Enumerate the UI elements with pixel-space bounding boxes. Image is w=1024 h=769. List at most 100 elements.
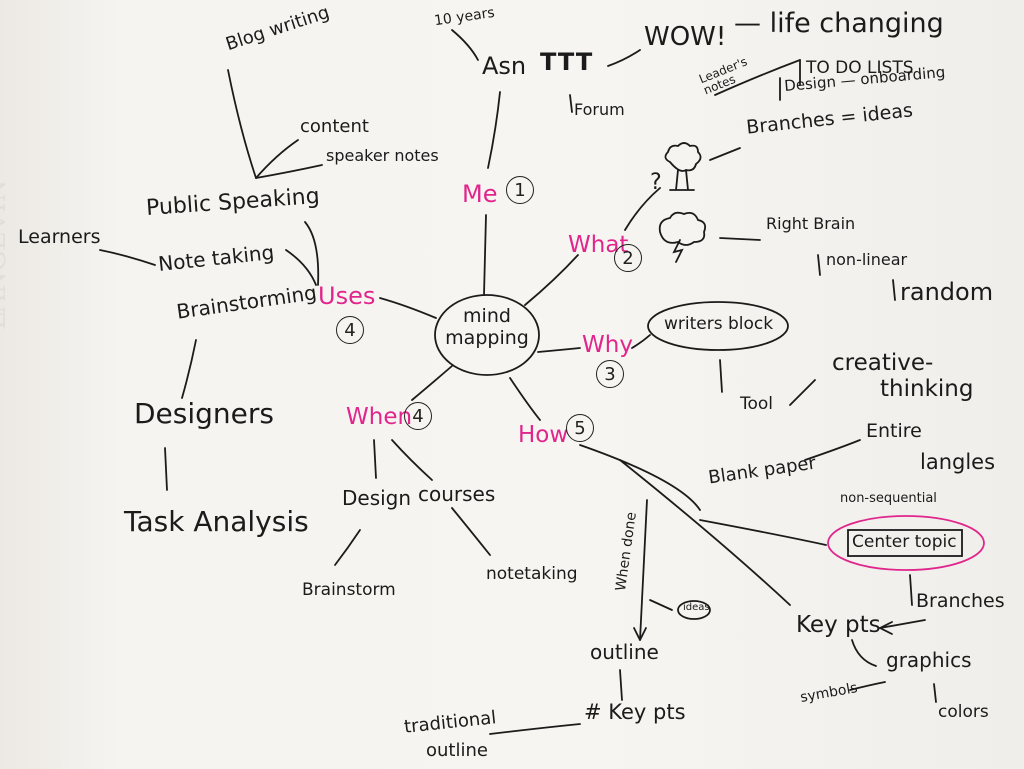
why-thinking: thinking xyxy=(880,376,974,402)
how-graphics: graphics xyxy=(886,648,972,672)
when-courses: courses xyxy=(418,482,496,506)
line-center-what xyxy=(524,254,579,306)
when-brainstorm: Brainstorm xyxy=(302,580,396,600)
line-center-why xyxy=(537,347,581,353)
line-years-asn xyxy=(451,29,479,61)
line-colors-vert xyxy=(933,683,937,703)
how-langles: langles xyxy=(920,450,996,474)
me-ttt: TTT xyxy=(540,48,594,76)
branch-why-label: Why xyxy=(582,332,633,358)
line-random xyxy=(892,279,896,301)
line-tree1-branches xyxy=(709,147,741,161)
line-how-blankpaper xyxy=(579,444,701,511)
branch-what-number: 2 xyxy=(614,244,642,272)
writers-block-ellipse xyxy=(647,301,789,351)
line-uses-publicspeaking xyxy=(304,221,320,286)
arrowhead-whendone xyxy=(633,627,647,641)
cloud-doodle xyxy=(658,211,707,246)
line-me-asn xyxy=(487,91,501,169)
line-outline-hash xyxy=(619,669,623,701)
line-tool-creative xyxy=(789,379,816,406)
line-tool-vert xyxy=(719,359,723,393)
line-whendone-down xyxy=(639,499,648,641)
branch-me-number: 1 xyxy=(506,176,534,204)
line-design-brainstorm xyxy=(334,529,361,566)
line-keypts-graphics xyxy=(851,639,877,667)
branch-when-number: 4 xyxy=(404,402,432,430)
arrowhead-keypts xyxy=(879,621,893,635)
me-todo-lists: TO DO LISTS xyxy=(806,58,914,78)
line-designers-task xyxy=(164,447,168,491)
me-life-changing: — life changing xyxy=(734,8,944,39)
when-notetaking: notetaking xyxy=(486,564,578,584)
tree-doodle-trunk xyxy=(669,169,695,191)
why-creative: creative- xyxy=(832,350,934,376)
me-forum: Forum xyxy=(574,100,625,119)
line-keypts-arrow xyxy=(879,619,926,629)
why-writers-block: writers block xyxy=(664,314,774,334)
line-blog-public xyxy=(227,69,257,179)
how-entire: Entire xyxy=(866,420,922,442)
what-right-brain: Right Brain xyxy=(766,214,856,233)
line-center-me xyxy=(483,214,487,296)
how-outline: outline xyxy=(590,640,659,664)
line-how-center-topic xyxy=(699,519,827,546)
how-key-pts: Key pts xyxy=(796,612,881,638)
line-speaker-public xyxy=(255,164,323,179)
line-learners-notetaking xyxy=(99,249,156,266)
line-when-design xyxy=(373,439,377,479)
branch-me-label: Me xyxy=(462,180,498,208)
branch-uses-label: Uses xyxy=(318,282,376,310)
what-random: random xyxy=(900,278,994,306)
line-when-courses xyxy=(391,439,433,481)
line-leaders xyxy=(714,59,801,96)
what-question-mark: ? xyxy=(650,170,662,195)
line-cloud-rightbrain xyxy=(719,237,761,241)
line-center-uses xyxy=(379,297,437,319)
uses-designers: Designers xyxy=(134,397,274,430)
line-forum xyxy=(569,94,573,113)
center-topic-label: mind mapping xyxy=(445,305,529,349)
line-why-writersblock xyxy=(631,334,651,349)
branch-how-number: 5 xyxy=(566,414,594,442)
line-branches-vert xyxy=(909,574,913,606)
line-symbols-graphics xyxy=(849,681,886,691)
how-center-topic: Center topic xyxy=(852,532,957,552)
me-wow: WOW! xyxy=(644,22,727,52)
ideas-ellipse xyxy=(677,600,711,620)
line-ttt-wow xyxy=(607,49,641,67)
line-nonlinear xyxy=(817,254,821,276)
line-notetaking-uses xyxy=(285,249,317,286)
uses-learners: Learners xyxy=(18,226,101,248)
tree-doodle-top xyxy=(664,142,702,172)
line-how-keypts xyxy=(619,459,791,606)
center-topic-box xyxy=(847,529,963,557)
how-outline-traditional: outline xyxy=(426,740,488,761)
line-center-when xyxy=(411,365,453,401)
how-colors: colors xyxy=(938,702,989,722)
uses-content: content xyxy=(300,116,369,137)
me-asn: Asn xyxy=(482,52,527,80)
line-brainstorming-designers xyxy=(181,339,197,399)
branch-how-label: How xyxy=(518,422,569,448)
when-design: Design xyxy=(342,486,412,510)
lightning-doodle xyxy=(672,239,684,263)
center-ellipse xyxy=(434,294,540,376)
branch-why-number: 3 xyxy=(596,360,624,388)
uses-speaker-notes: speaker notes xyxy=(326,146,439,165)
uses-task-analysis: Task Analysis xyxy=(124,505,309,538)
line-center-how xyxy=(509,377,541,421)
line-blankpaper-entire xyxy=(804,439,861,461)
what-non-linear: non-linear xyxy=(826,250,908,269)
center-topic-pink-ellipse xyxy=(827,515,985,571)
why-tool: Tool xyxy=(740,394,774,414)
line-what-tree1 xyxy=(624,187,661,231)
line-content-public xyxy=(255,139,299,179)
line-courses-notetaking xyxy=(451,507,491,556)
branch-when-label: When xyxy=(346,404,413,430)
how-branches: Branches xyxy=(916,590,1005,612)
line-ideas-link xyxy=(649,599,673,611)
how-hash-key-pts: # Key pts xyxy=(584,700,686,724)
